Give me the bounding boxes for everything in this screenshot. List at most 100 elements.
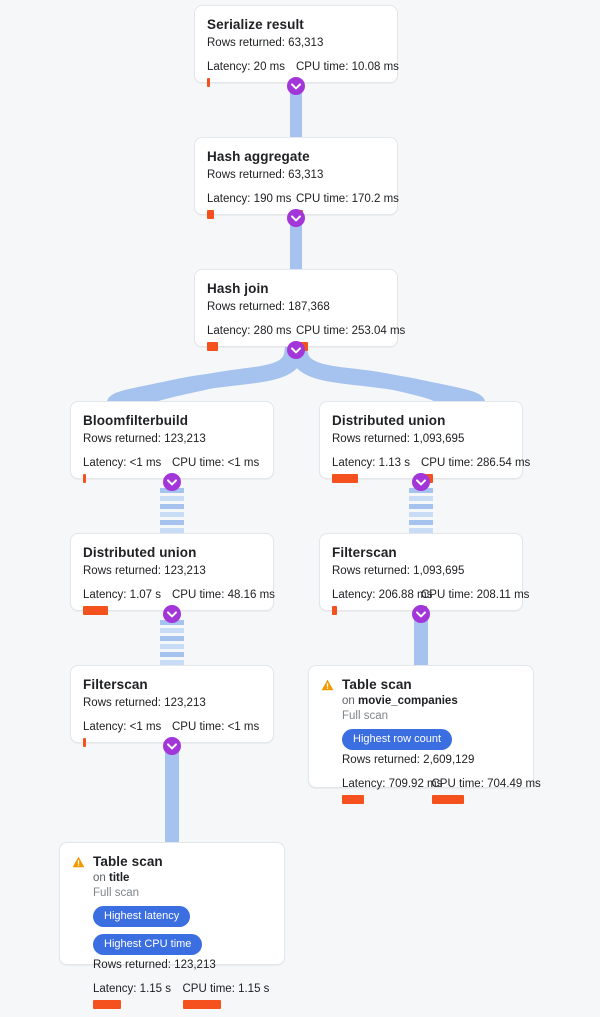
latency-label: Latency: <1 ms <box>83 457 162 469</box>
rows-returned: Rows returned: 63,313 <box>207 169 324 181</box>
rows-returned: Rows returned: 123,213 <box>93 959 216 971</box>
node-metrics: Latency: 1.15 s CPU time: 1.15 s <box>93 982 272 1009</box>
latency-label: Latency: 280 ms <box>207 325 292 337</box>
cpu-bar <box>182 1000 221 1009</box>
node-table-ref: on movie_companies <box>342 694 521 709</box>
plan-node-table-scan-movie-companies[interactable]: Table scan on movie_companies Full scan … <box>308 665 541 804</box>
cpu-label: CPU time: 286.54 ms <box>421 457 531 469</box>
latency-label: Latency: 1.07 s <box>83 589 161 601</box>
node-title: Distributed union <box>83 545 197 560</box>
node-header: Table scan on title Full scan Highest la… <box>72 853 272 1009</box>
toggle-filterscan-left[interactable] <box>162 736 182 756</box>
node-header: Serialize result Rows returned: 63,313 L… <box>207 16 399 87</box>
latency-bar <box>83 606 108 615</box>
cpu-metric: CPU time: 704.49 ms <box>431 777 541 804</box>
badge-highest-cpu-time[interactable]: Highest CPU time <box>93 934 203 955</box>
toggle-hash-join[interactable] <box>286 340 306 360</box>
node-header: Filterscan Rows returned: 1,093,695 Late… <box>332 544 530 615</box>
cpu-label: CPU time: <1 ms <box>172 721 260 733</box>
node-title: Filterscan <box>332 545 397 560</box>
toggle-distributed-union-right[interactable] <box>411 472 431 492</box>
cpu-label: CPU time: <1 ms <box>172 457 260 469</box>
node-metrics: Latency: 190 ms CPU time: 170.2 ms <box>207 192 399 219</box>
cpu-label: CPU time: 170.2 ms <box>296 193 399 205</box>
node-metrics: Latency: 709.92 ms CPU time: 704.49 ms <box>342 777 541 804</box>
toggle-distributed-union-left[interactable] <box>162 604 182 624</box>
node-header: Bloomfilterbuild Rows returned: 123,213 … <box>83 412 261 483</box>
cpu-label: CPU time: 704.49 ms <box>431 778 541 790</box>
plan-node-filterscan-left[interactable]: Filterscan Rows returned: 123,213 Latenc… <box>70 665 274 747</box>
rows-returned: Rows returned: 2,609,129 <box>342 754 475 766</box>
latency-label: Latency: 206.88 ms <box>332 589 433 601</box>
latency-metric: Latency: 709.92 ms <box>342 777 443 804</box>
node-header: Hash aggregate Rows returned: 63,313 Lat… <box>207 148 399 219</box>
plan-node-distributed-union-left[interactable]: Distributed union Rows returned: 123,213… <box>70 533 275 615</box>
toggle-filterscan-right[interactable] <box>411 604 431 624</box>
node-title: Bloomfilterbuild <box>83 413 189 428</box>
plan-node-table-scan-title[interactable]: Table scan on title Full scan Highest la… <box>59 842 285 1009</box>
rows-returned: Rows returned: 1,093,695 <box>332 565 465 577</box>
plan-node-filterscan-right[interactable]: Filterscan Rows returned: 1,093,695 Late… <box>319 533 529 615</box>
rows-returned: Rows returned: 123,213 <box>83 565 206 577</box>
latency-bar <box>342 795 364 804</box>
node-title: Table scan <box>93 854 163 869</box>
on-prefix: on <box>342 695 358 707</box>
latency-metric: Latency: 20 ms <box>207 60 296 87</box>
node-title: Filterscan <box>83 677 148 692</box>
node-header: Table scan on movie_companies Full scan … <box>321 676 541 804</box>
toggle-bloomfilterbuild[interactable] <box>162 472 182 492</box>
node-title: Hash join <box>207 281 269 296</box>
cpu-metric: CPU time: 1.15 s <box>182 982 273 1009</box>
table-name: title <box>109 872 130 884</box>
table-name: movie_companies <box>358 695 458 707</box>
cpu-label: CPU time: 48.16 ms <box>172 589 275 601</box>
toggle-hash-aggregate[interactable] <box>286 208 306 228</box>
latency-metric: Latency: 190 ms <box>207 192 296 219</box>
plan-node-bloomfilterbuild[interactable]: Bloomfilterbuild Rows returned: 123,213 … <box>70 401 274 483</box>
latency-bar <box>332 606 337 615</box>
rows-returned: Rows returned: 1,093,695 <box>332 433 465 445</box>
latency-metric: Latency: <1 ms <box>83 720 172 747</box>
node-badges: Highest latency Highest CPU time <box>93 906 272 955</box>
latency-metric: Latency: 1.13 s <box>332 456 421 483</box>
badge-highest-row-count[interactable]: Highest row count <box>342 729 453 750</box>
latency-bar <box>207 78 210 87</box>
latency-bar <box>207 210 214 219</box>
latency-label: Latency: 190 ms <box>207 193 292 205</box>
toggle-serialize-result[interactable] <box>286 76 306 96</box>
rows-returned: Rows returned: 63,313 <box>207 37 324 49</box>
latency-metric: Latency: <1 ms <box>83 456 172 483</box>
plan-node-serialize-result[interactable]: Serialize result Rows returned: 63,313 L… <box>194 5 399 87</box>
node-title: Serialize result <box>207 17 304 32</box>
latency-bar <box>332 474 358 483</box>
rows-returned: Rows returned: 123,213 <box>83 433 206 445</box>
node-metrics: Latency: <1 ms CPU time: <1 ms <box>83 720 261 747</box>
plan-node-distributed-union-right[interactable]: Distributed union Rows returned: 1,093,6… <box>319 401 531 483</box>
node-table-ref: on title <box>93 871 272 886</box>
node-scan-type: Full scan <box>342 710 389 722</box>
node-title: Table scan <box>342 677 412 692</box>
rows-returned: Rows returned: 187,368 <box>207 301 330 313</box>
node-scan-type: Full scan <box>93 887 140 899</box>
node-metrics: Latency: 1.07 s CPU time: 48.16 ms <box>83 588 275 615</box>
latency-label: Latency: 20 ms <box>207 61 285 73</box>
node-metrics: Latency: <1 ms CPU time: <1 ms <box>83 456 261 483</box>
cpu-label: CPU time: 1.15 s <box>182 983 270 995</box>
latency-label: Latency: 1.15 s <box>93 983 171 995</box>
node-header: Filterscan Rows returned: 123,213 Latenc… <box>83 676 261 747</box>
node-metrics: Latency: 20 ms CPU time: 10.08 ms <box>207 60 399 87</box>
badge-highest-latency[interactable]: Highest latency <box>93 906 191 927</box>
cpu-label: CPU time: 10.08 ms <box>296 61 399 73</box>
cpu-label: CPU time: 208.11 ms <box>421 589 530 601</box>
node-title: Hash aggregate <box>207 149 310 164</box>
warning-triangle-icon <box>72 856 85 868</box>
latency-bar <box>93 1000 121 1009</box>
node-badges: Highest row count <box>342 729 521 750</box>
latency-label: Latency: 709.92 ms <box>342 778 443 790</box>
latency-bar <box>83 474 86 483</box>
node-title: Distributed union <box>332 413 446 428</box>
warning-triangle-icon <box>321 679 334 691</box>
latency-metric: Latency: 206.88 ms <box>332 588 433 615</box>
